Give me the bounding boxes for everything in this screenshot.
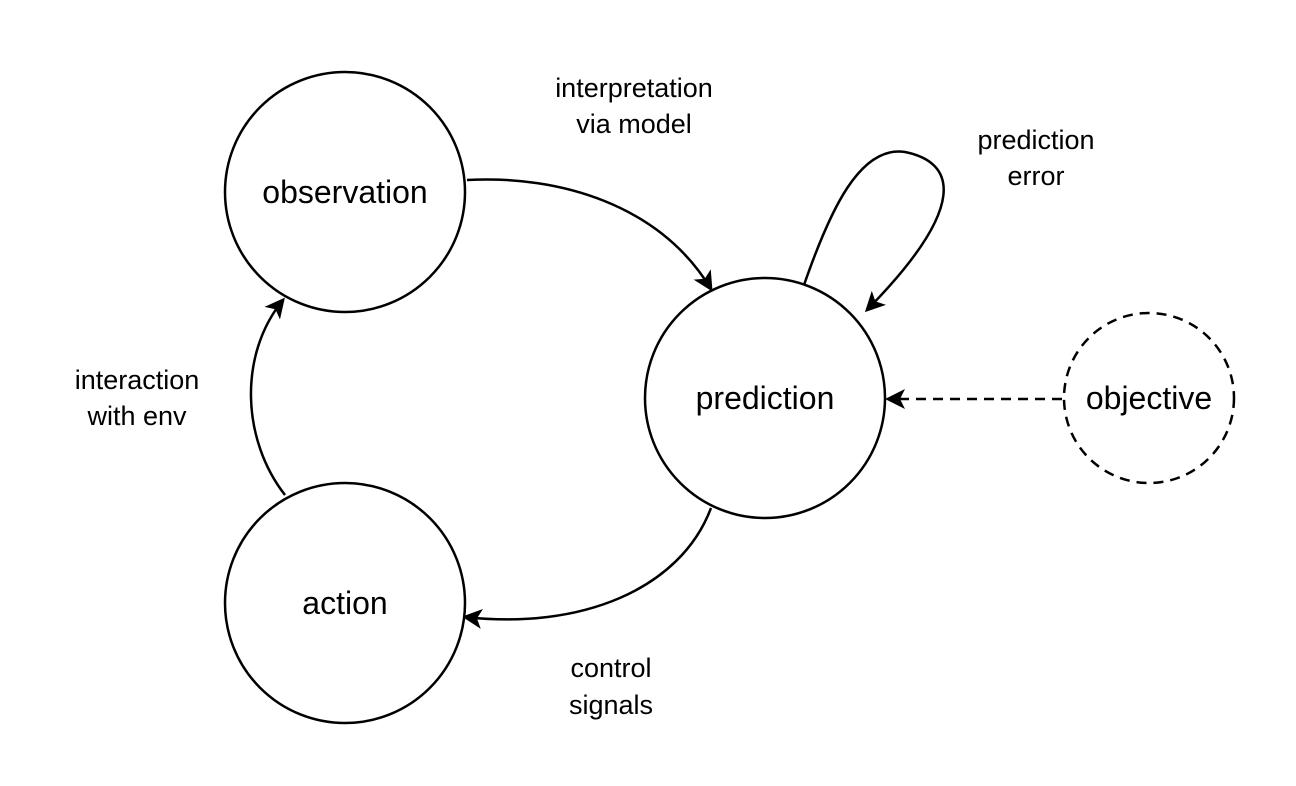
edge-label-interaction-line-1: interaction [75,365,200,395]
node-action-label: action [302,585,387,621]
edge-label-prediction-error-line-2: error [1007,161,1064,191]
node-objective: objective [1062,311,1236,485]
edge-label-interpretation-line-2: via model [576,109,692,139]
node-observation: observation [223,70,467,314]
node-prediction: prediction [643,276,887,520]
node-observation-label: observation [262,174,427,210]
edge-label-interpretation-line-1: interpretation [555,73,713,103]
edge-label-control-signals-line-1: control [570,653,651,683]
edge-action-to-observation [249,297,286,496]
edge-prediction-to-action [462,507,713,629]
node-prediction-label: prediction [696,380,835,416]
edge-label-interaction-line-2: with env [86,401,187,431]
edge-label-control-signals-line-2: signals [569,690,653,720]
node-action: action [223,481,467,725]
edge-label-prediction-error-line-1: prediction [977,125,1094,155]
edge-observation-to-prediction [466,178,713,292]
node-objective-label: objective [1086,380,1212,416]
edge-prediction-self-loop [802,150,945,313]
